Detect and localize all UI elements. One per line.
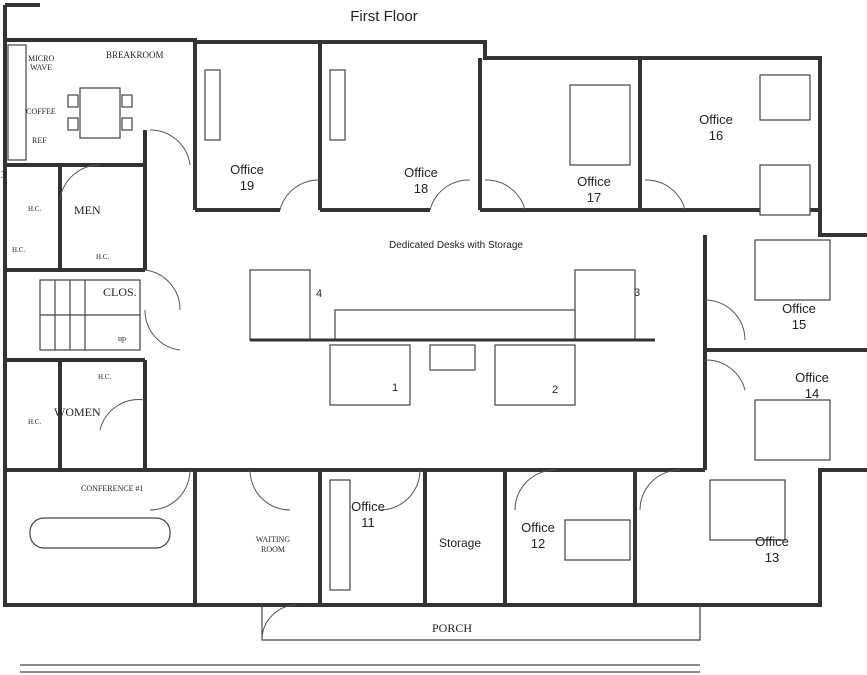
page-title: First Floor xyxy=(350,8,418,25)
office-19-label: Office xyxy=(230,162,264,177)
label-waiting-1: WAITING xyxy=(255,535,291,544)
label-women: WOMEN xyxy=(54,405,101,419)
office-12-number: 12 xyxy=(530,536,546,551)
office-15-label: Office xyxy=(782,301,816,316)
label-men: MEN xyxy=(74,203,101,217)
porch-outline xyxy=(20,605,701,673)
label-storage: Storage xyxy=(438,536,482,550)
label-coffee: COFFEE xyxy=(26,107,56,116)
label-wc-5: H.C. xyxy=(28,418,42,426)
label-wc-2: H.C. xyxy=(12,246,26,254)
label-up: up xyxy=(118,334,126,343)
office-11-label: Office xyxy=(351,499,385,514)
exterior-walls xyxy=(3,3,867,607)
office-17-label: Office xyxy=(577,174,611,189)
label-breakroom: BREAKROOM xyxy=(106,50,164,60)
label-wc-3: H.C. xyxy=(96,253,110,261)
office-19-number: 19 xyxy=(239,178,255,193)
label-ref: REF xyxy=(32,136,47,145)
label-wc-1: H.C. xyxy=(28,205,42,213)
door-swings xyxy=(59,129,746,641)
office-14-label: Office xyxy=(795,370,829,385)
stairs xyxy=(39,279,141,351)
breakroom-furniture xyxy=(7,44,133,161)
desk-2-number: 2 xyxy=(552,384,559,396)
office-15-number: 15 xyxy=(791,317,807,332)
office-12-label: Office xyxy=(521,520,555,535)
label-microwave-1: MICRO xyxy=(28,54,55,63)
label-wc-4: H.C. xyxy=(98,373,112,381)
office-18-number: 18 xyxy=(413,181,429,196)
desk-4-number: 4 xyxy=(316,288,323,300)
office-16-label: Office xyxy=(699,112,733,127)
office-13-number: 13 xyxy=(764,550,780,565)
label-conference: CONFERENCE #1 xyxy=(81,484,144,493)
office-desks xyxy=(204,69,831,591)
label-clos: CLOS. xyxy=(103,285,137,299)
label-porch: PORCH xyxy=(431,621,473,635)
label-edge-mark: 3 xyxy=(1,170,6,181)
office-11-number: 11 xyxy=(361,515,375,530)
office-18-label: Office xyxy=(404,165,438,180)
label-dedicated-desks: Dedicated Desks with Storage xyxy=(389,240,523,251)
interior-walls xyxy=(5,42,867,605)
office-17-number: 17 xyxy=(586,190,602,205)
label-microwave-2: WAVE xyxy=(30,63,53,72)
dedicated-desks xyxy=(249,269,655,406)
conference-table xyxy=(29,517,171,549)
office-14-number: 14 xyxy=(804,386,820,401)
label-waiting-2: ROOM xyxy=(260,545,286,554)
desk-3-number: 3 xyxy=(634,287,641,299)
office-13-label: Office xyxy=(755,534,789,549)
desk-1-number: 1 xyxy=(392,382,399,394)
office-16-number: 16 xyxy=(708,128,724,143)
